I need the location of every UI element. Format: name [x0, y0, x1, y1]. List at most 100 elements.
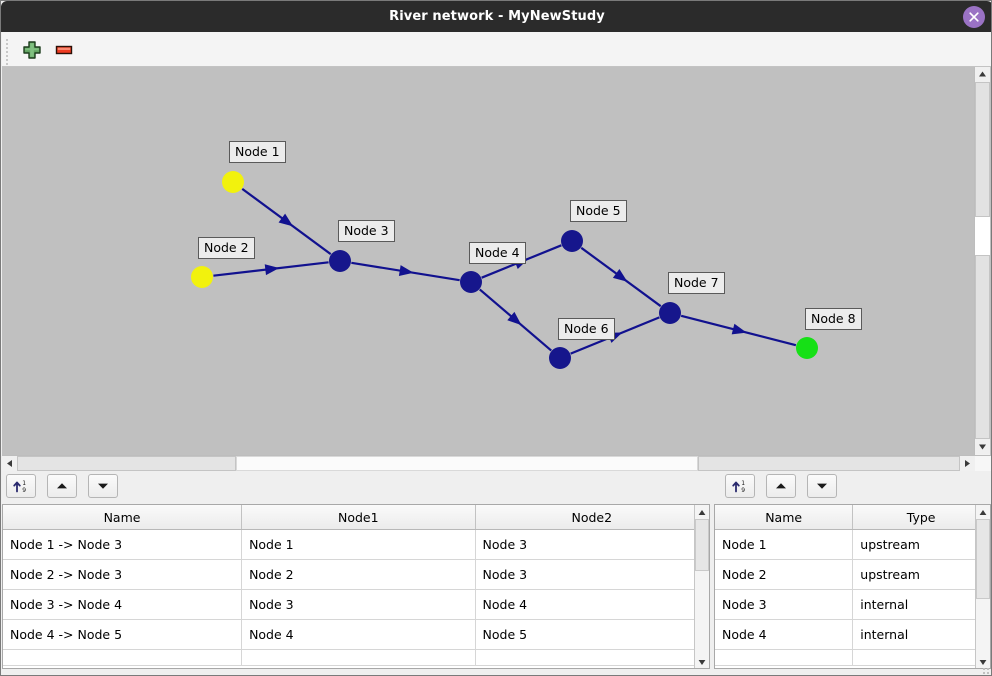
scroll-left-arrow-icon[interactable] [2, 456, 17, 471]
reaches-cell[interactable]: Node 2 -> Node 3 [3, 559, 243, 590]
graph-node-label-node4[interactable]: Node 4 [469, 242, 526, 264]
reaches-empty-cell[interactable] [475, 649, 709, 666]
reaches-scroll-up-arrow-icon[interactable] [695, 505, 709, 519]
reaches-cell[interactable]: Node 3 [241, 589, 476, 620]
scroll-up-arrow-icon[interactable] [975, 67, 990, 82]
graph-node-node3[interactable] [329, 250, 351, 272]
green-plus-icon[interactable] [20, 38, 44, 62]
graph-node-label-node6[interactable]: Node 6 [558, 318, 615, 340]
nodes-column-header-type[interactable]: Type [852, 505, 990, 530]
reaches-cell[interactable]: Node 4 [475, 589, 709, 620]
graph-node-label-node3[interactable]: Node 3 [338, 220, 395, 242]
window-title: River network - MyNewStudy [389, 9, 605, 24]
reaches-table-scrollbar[interactable] [694, 505, 709, 668]
arrow-down-icon[interactable] [807, 474, 838, 498]
close-icon[interactable] [963, 6, 985, 28]
graph-node-node8[interactable] [796, 337, 818, 359]
graph-node-label-node5[interactable]: Node 5 [570, 200, 627, 222]
nodes-table-scrollbar[interactable] [975, 505, 990, 668]
canvas-horizontal-scrollbar[interactable] [2, 455, 991, 471]
graph-node-node1[interactable] [222, 171, 244, 193]
reaches-column-header-node2[interactable]: Node2 [475, 505, 709, 530]
reaches-cell[interactable]: Node 5 [475, 619, 709, 650]
nodes-cell[interactable]: upstream [852, 529, 990, 560]
nodes-cell[interactable]: internal [852, 589, 990, 620]
canvas-vscroll-track[interactable] [975, 217, 990, 255]
canvas-hscroll-thumb-left[interactable] [17, 456, 236, 471]
nodes-cell[interactable]: upstream [852, 559, 990, 590]
nodes-column-header-name[interactable]: Name [715, 505, 854, 530]
graph-node-label-node7[interactable]: Node 7 [668, 272, 725, 294]
arrow-up-icon[interactable] [766, 474, 797, 498]
nodes-scroll-thumb[interactable] [976, 519, 990, 599]
reaches-scroll-thumb[interactable] [695, 519, 709, 571]
network-graph[interactable] [2, 67, 992, 459]
nodes-scroll-down-arrow-icon[interactable] [976, 654, 990, 668]
reaches-column-header-node1[interactable]: Node1 [241, 505, 476, 530]
reaches-cell[interactable]: Node 1 [241, 529, 476, 560]
reaches-cell[interactable]: Node 4 -> Node 5 [3, 619, 243, 650]
nodes-cell[interactable]: internal [852, 619, 990, 650]
reaches-cell[interactable]: Node 3 [475, 559, 709, 590]
nodes-scroll-up-arrow-icon[interactable] [976, 505, 990, 519]
arrow-down-icon[interactable] [88, 474, 119, 498]
nodes-cell[interactable]: Node 1 [715, 529, 854, 560]
graph-node-node6[interactable] [549, 347, 571, 369]
canvas-vscroll-thumb-upper[interactable] [975, 82, 990, 217]
scroll-right-arrow-icon[interactable] [960, 456, 975, 471]
edge-arrowhead-icon [278, 213, 294, 227]
nodes-cell[interactable]: Node 3 [715, 589, 854, 620]
toolbar-drag-handle[interactable] [5, 37, 10, 65]
graph-node-node4[interactable] [460, 271, 482, 293]
nodes-cell[interactable]: Node 4 [715, 619, 854, 650]
nodes-empty-cell[interactable] [852, 649, 990, 666]
reaches-column-header-name[interactable]: Name [3, 505, 243, 530]
reaches-pane-toolbar: 1 9 [6, 474, 124, 502]
window-resize-grip-icon[interactable] [983, 668, 989, 674]
sort-ascending-icon[interactable]: 1 9 [6, 474, 36, 498]
graph-node-label-node2[interactable]: Node 2 [198, 237, 255, 259]
red-minus-icon[interactable] [52, 38, 76, 62]
canvas-vertical-scrollbar[interactable] [974, 67, 990, 455]
reaches-empty-cell[interactable] [241, 649, 476, 666]
reaches-cell[interactable]: Node 1 -> Node 3 [3, 529, 243, 560]
nodes-cell[interactable]: Node 2 [715, 559, 854, 590]
canvas-hscroll-thumb-right[interactable] [698, 456, 960, 471]
reaches-cell[interactable]: Node 4 [241, 619, 476, 650]
graph-node-node7[interactable] [659, 302, 681, 324]
sort-ascending-icon[interactable]: 1 9 [725, 474, 755, 498]
graph-node-label-node8[interactable]: Node 8 [805, 308, 862, 330]
reaches-empty-row[interactable] [3, 649, 709, 666]
graph-node-node5[interactable] [561, 230, 583, 252]
graph-node-label-node1[interactable]: Node 1 [229, 141, 286, 163]
reaches-cell[interactable]: Node 3 -> Node 4 [3, 589, 243, 620]
arrow-up-icon[interactable] [47, 474, 78, 498]
reaches-scroll-down-arrow-icon[interactable] [695, 654, 709, 668]
nodes-empty-cell[interactable] [715, 649, 854, 666]
river-network-canvas[interactable]: Node 1 Node 2 Node 3 Node 4 Node 5 Node 6 Node… [2, 67, 992, 459]
canvas-hscroll-track[interactable] [236, 456, 698, 471]
reaches-empty-cell[interactable] [3, 649, 243, 666]
graph-node-node2[interactable] [191, 266, 213, 288]
nodes-empty-row[interactable] [715, 649, 990, 666]
reaches-cell[interactable]: Node 3 [475, 529, 709, 560]
scroll-down-arrow-icon[interactable] [975, 439, 990, 454]
canvas-vscroll-thumb-lower[interactable] [975, 255, 990, 439]
reaches-cell[interactable]: Node 2 [241, 559, 476, 590]
